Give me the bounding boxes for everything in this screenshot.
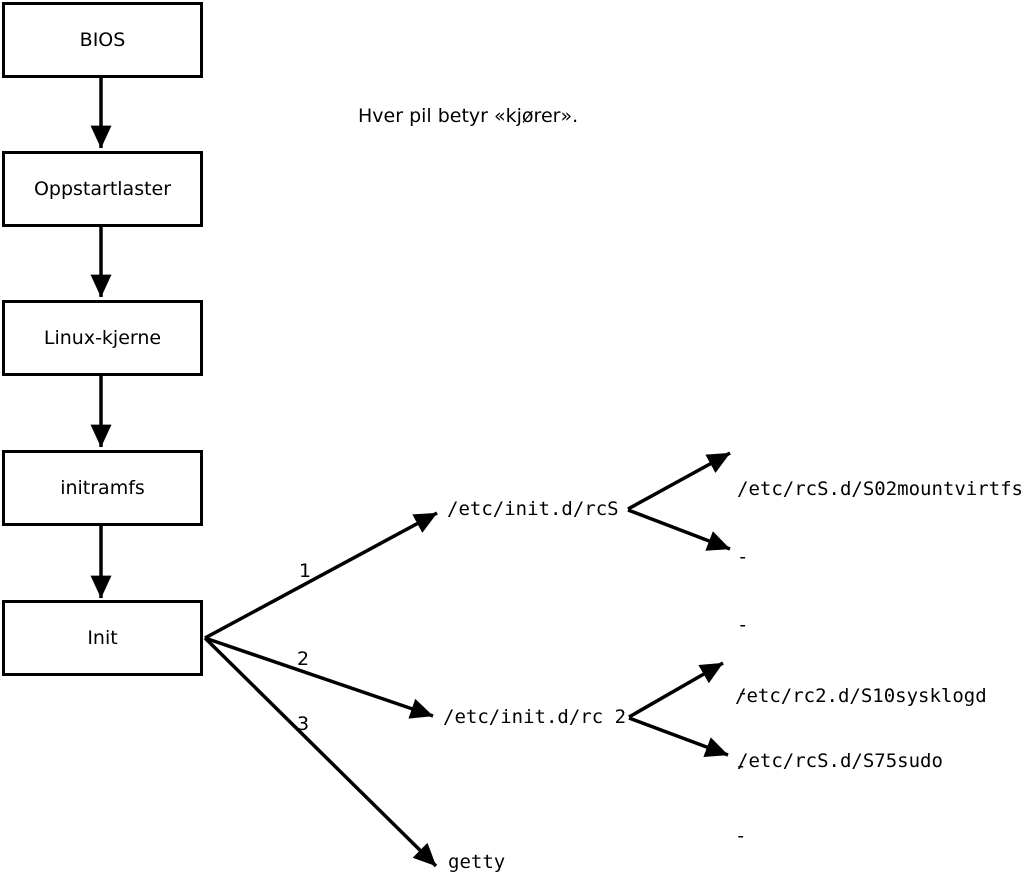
arrow-init-to-getty <box>203 636 438 868</box>
arrow-init-to-rc2 <box>204 636 434 719</box>
branch-target-getty: getty <box>448 851 506 873</box>
rcs-script-list: /etc/rcS.d/S02mountvirtfs - - - /etc/rcS… <box>737 433 1023 817</box>
arrow-init-to-rcs <box>204 511 438 640</box>
branch-target-rcs: /etc/init.d/rcS <box>447 498 619 520</box>
flow-box-bootloader: Oppstartlaster <box>2 151 203 227</box>
rcs-script-line: - <box>737 682 749 704</box>
branch-number-1: 1 <box>299 560 312 582</box>
branch-number-2: 2 <box>297 648 310 670</box>
arrow-rc2-to-first-script <box>628 661 724 719</box>
rcs-script-line: /etc/rcS.d/S02mountvirtfs <box>737 478 1023 500</box>
branch-target-rc2: /etc/init.d/rc 2 <box>443 706 627 728</box>
flow-box-linux-kernel: Linux-kjerne <box>2 300 203 376</box>
rc2-script-line: /etc/rc2.d/S10sysklogd <box>735 685 987 707</box>
rcs-script-line: /etc/rcS.d/S75sudo <box>737 750 943 772</box>
arrow-rcs-to-last-script <box>627 508 731 551</box>
rc2-script-line: - <box>735 825 747 847</box>
arrow-rc2-to-last-script <box>628 716 729 757</box>
rcs-script-line: - <box>737 614 749 636</box>
rc2-script-list: /etc/rc2.d/S10sysklogd - - - /etc/rc2.d/… <box>735 639 987 875</box>
flow-box-init: Init <box>2 600 203 676</box>
rc2-script-line: - <box>735 755 747 777</box>
branch-number-3: 3 <box>297 713 310 735</box>
rcs-script-line: - <box>737 546 749 568</box>
arrow-rcs-to-first-script <box>627 451 731 511</box>
flow-box-initramfs: initramfs <box>2 450 203 526</box>
flow-box-bios: BIOS <box>2 2 203 78</box>
legend-note: Hver pil betyr «kjører». <box>358 105 579 127</box>
